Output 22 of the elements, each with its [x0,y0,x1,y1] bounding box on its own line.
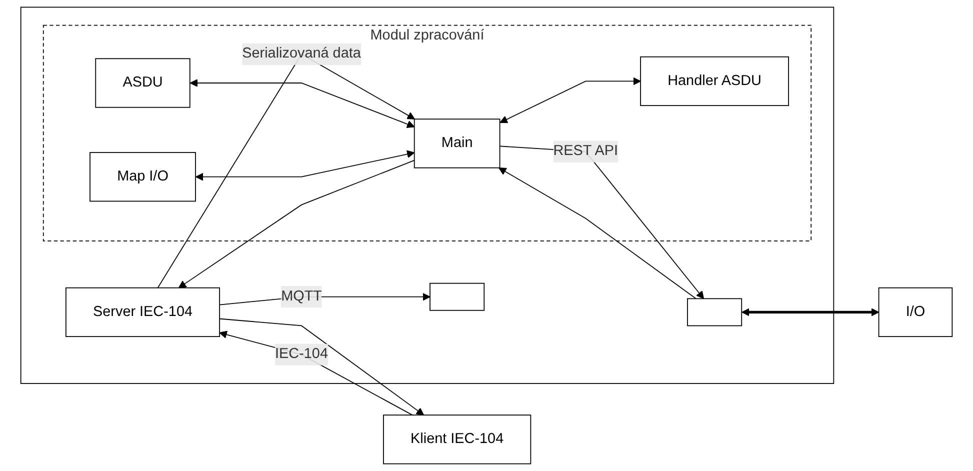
arrow [498,167,696,300]
node-box: I/O [878,287,953,337]
node-box: Klient IEC-104 [383,414,532,464]
arrow [196,150,415,181]
arrow [219,330,413,416]
arrow [178,160,415,288]
node-box: Server IEC-104 [65,287,220,337]
edge-label: IEC-104 [275,346,328,362]
node-box [430,282,485,311]
node-box: ASDU [95,58,190,108]
edge-label: Serializovaná data [242,46,361,62]
node-box: Main [414,118,500,168]
cluster [20,6,834,384]
arrow [500,77,641,124]
node-box [687,298,742,326]
edge-label: MQTT [281,288,322,304]
arrow [190,79,415,128]
node-box: Map I/O [90,152,196,202]
arrow [742,308,880,316]
arrow [219,318,424,416]
edge-label: REST API [553,143,618,159]
node-box: Handler ASDU [640,56,789,106]
